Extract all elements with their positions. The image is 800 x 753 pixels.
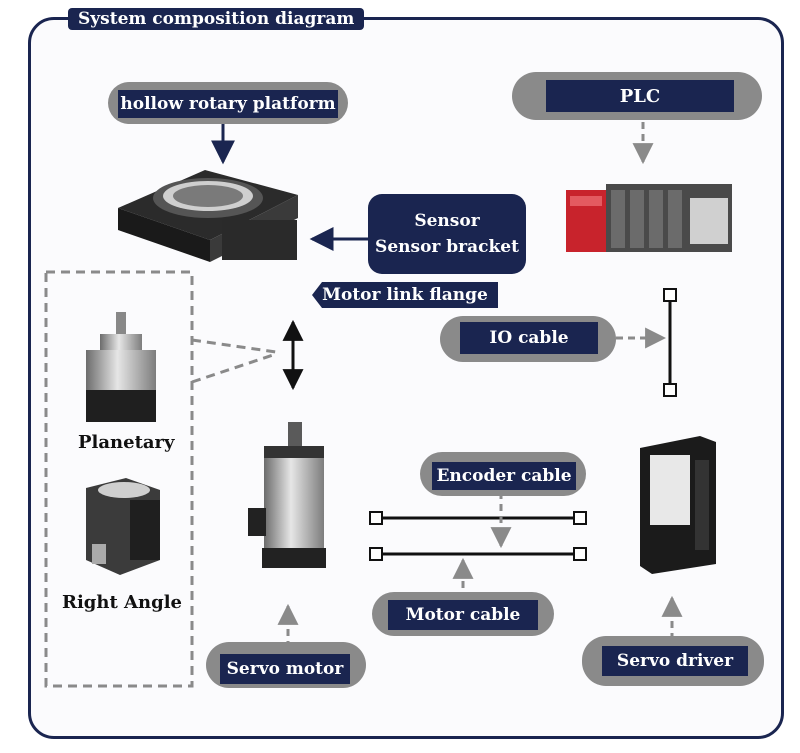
encoder-cable-label: Encoder cable [432,462,576,490]
servo-driver-image [640,436,716,574]
sensor-label: Sensor Sensor bracket [368,194,526,274]
gearbox-options-panel [44,270,194,688]
diagram-title: System composition diagram [68,8,365,30]
platform-label: hollow rotary platform [118,90,338,118]
sensor-label-line1: Sensor [414,211,480,231]
plc-label: PLC [546,80,734,112]
right-angle-label: Right Angle [62,592,182,613]
flange-label: Motor link flange [312,282,498,308]
sensor-label-line2: Sensor bracket [375,237,519,257]
servo-motor-label: Servo motor [220,654,350,684]
servo-motor-image [248,422,326,568]
planetary-gearbox-image [86,312,156,422]
planetary-label: Planetary [78,432,175,453]
io-cable-label: IO cable [460,322,598,354]
right-angle-gearbox-image [86,478,160,575]
rotary-platform-image [118,170,298,262]
motor-cable-label: Motor cable [388,600,538,630]
servo-driver-label: Servo driver [602,646,748,676]
plc-image [566,184,732,252]
